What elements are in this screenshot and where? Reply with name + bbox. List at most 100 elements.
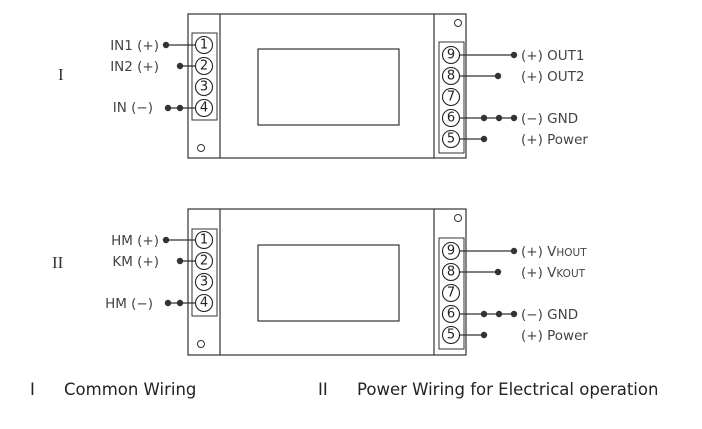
label-vhout-sub: HOUT (556, 247, 587, 259)
wire-dot (494, 268, 502, 276)
caption-1-text: Common Wiring (64, 380, 196, 399)
terminal-ring (194, 98, 214, 118)
terminal-3: 3 (194, 272, 214, 292)
right-wires (460, 247, 518, 339)
label-in2: IN2 (+) (110, 59, 159, 75)
terminal-number: 8 (447, 265, 455, 280)
mounting-hole (454, 214, 462, 222)
terminal-3: 3 (194, 77, 214, 97)
label-out1: (+) OUT1 (521, 48, 584, 64)
terminal-number: 1 (200, 233, 208, 248)
terminal-ring (194, 230, 214, 250)
terminal-7: 7 (441, 283, 461, 303)
diagram-2: II 1 2 3 4 9 8 (52, 208, 588, 356)
terminal-ring (441, 45, 461, 65)
left-wires (162, 41, 195, 112)
terminal-number: 4 (200, 101, 208, 116)
terminal-ring (441, 87, 461, 107)
terminal-number: 1 (200, 38, 208, 53)
label-hm-neg: HM (−) (105, 296, 153, 312)
terminal-ring (441, 304, 461, 324)
label-in1: IN1 (+) (110, 38, 159, 54)
caption-1-numeral: I (30, 380, 35, 399)
terminal-4: 4 (194, 98, 214, 118)
terminal-2: 2 (194, 251, 214, 271)
terminal-ring (194, 77, 214, 97)
terminal-ring (441, 241, 461, 261)
mounting-hole (197, 340, 205, 348)
wire-dot (162, 236, 170, 244)
terminal-9: 9 (441, 45, 461, 65)
terminal-number: 8 (447, 69, 455, 84)
terminal-5: 5 (441, 325, 461, 345)
caption-2-numeral: II (318, 380, 328, 399)
wire-dot (510, 310, 518, 318)
terminal-number: 3 (200, 275, 208, 290)
terminal-8: 8 (441, 66, 461, 86)
label-power: (+) Power (521, 328, 588, 344)
terminal-6: 6 (441, 304, 461, 324)
terminal-number: 7 (447, 286, 455, 301)
terminal-ring (194, 35, 214, 55)
label-vhout-main: (+) V (521, 244, 557, 260)
label-vkout-main: (+) V (521, 265, 557, 281)
terminal-number: 2 (200, 254, 208, 269)
terminal-ring (441, 325, 461, 345)
mounting-hole (197, 144, 205, 152)
terminal-ring (441, 129, 461, 149)
terminal-ring (194, 272, 214, 292)
terminal-ring (441, 283, 461, 303)
terminal-9: 9 (441, 241, 461, 261)
mounting-hole (454, 19, 462, 27)
wire-dot (176, 62, 184, 70)
diagram-1: I 1 2 3 4 9 (58, 13, 588, 159)
diagram-2-numeral: II (52, 253, 64, 272)
label-in-neg: IN (−) (113, 100, 153, 116)
terminal-8: 8 (441, 262, 461, 282)
label-gnd: (−) GND (521, 307, 578, 323)
captions: I Common Wiring II Power Wiring for Elec… (30, 380, 658, 399)
terminal-5: 5 (441, 129, 461, 149)
terminal-number: 6 (447, 307, 455, 322)
terminal-number: 5 (447, 132, 455, 147)
terminal-number: 9 (447, 48, 455, 63)
terminal-7: 7 (441, 87, 461, 107)
display-window (257, 48, 400, 126)
wire-dot (162, 41, 170, 49)
label-vhout: (+) VHOUT (521, 244, 587, 260)
wire-dot (176, 257, 184, 265)
terminal-number: 9 (447, 244, 455, 259)
terminal-2: 2 (194, 56, 214, 76)
caption-2-text: Power Wiring for Electrical operation (357, 380, 658, 399)
wire-dot (164, 104, 172, 112)
wire-dot (176, 299, 184, 307)
terminal-ring (441, 66, 461, 86)
label-power: (+) Power (521, 132, 588, 148)
label-hm-pos: HM (+) (111, 233, 159, 249)
terminal-1: 1 (194, 35, 214, 55)
display-window (257, 244, 400, 322)
terminal-number: 5 (447, 328, 455, 343)
terminal-4: 4 (194, 293, 214, 313)
wire-dot (480, 114, 488, 122)
left-wires (162, 236, 195, 307)
terminal-number: 4 (200, 296, 208, 311)
wire-dot (480, 310, 488, 318)
label-vkout-sub: KOUT (556, 268, 585, 280)
terminal-number: 3 (200, 80, 208, 95)
terminal-ring (441, 108, 461, 128)
wire-dot (510, 247, 518, 255)
terminal-number: 6 (447, 111, 455, 126)
terminal-1: 1 (194, 230, 214, 250)
label-out2: (+) OUT2 (521, 69, 584, 85)
wire-dot (164, 299, 172, 307)
terminal-ring (194, 251, 214, 271)
label-vkout: (+) VKOUT (521, 265, 586, 281)
wire-dot (495, 114, 503, 122)
terminal-number: 7 (447, 90, 455, 105)
diagram-1-numeral: I (58, 65, 64, 84)
wire-dot (510, 51, 518, 59)
wire-dot (510, 114, 518, 122)
label-gnd: (−) GND (521, 111, 578, 127)
